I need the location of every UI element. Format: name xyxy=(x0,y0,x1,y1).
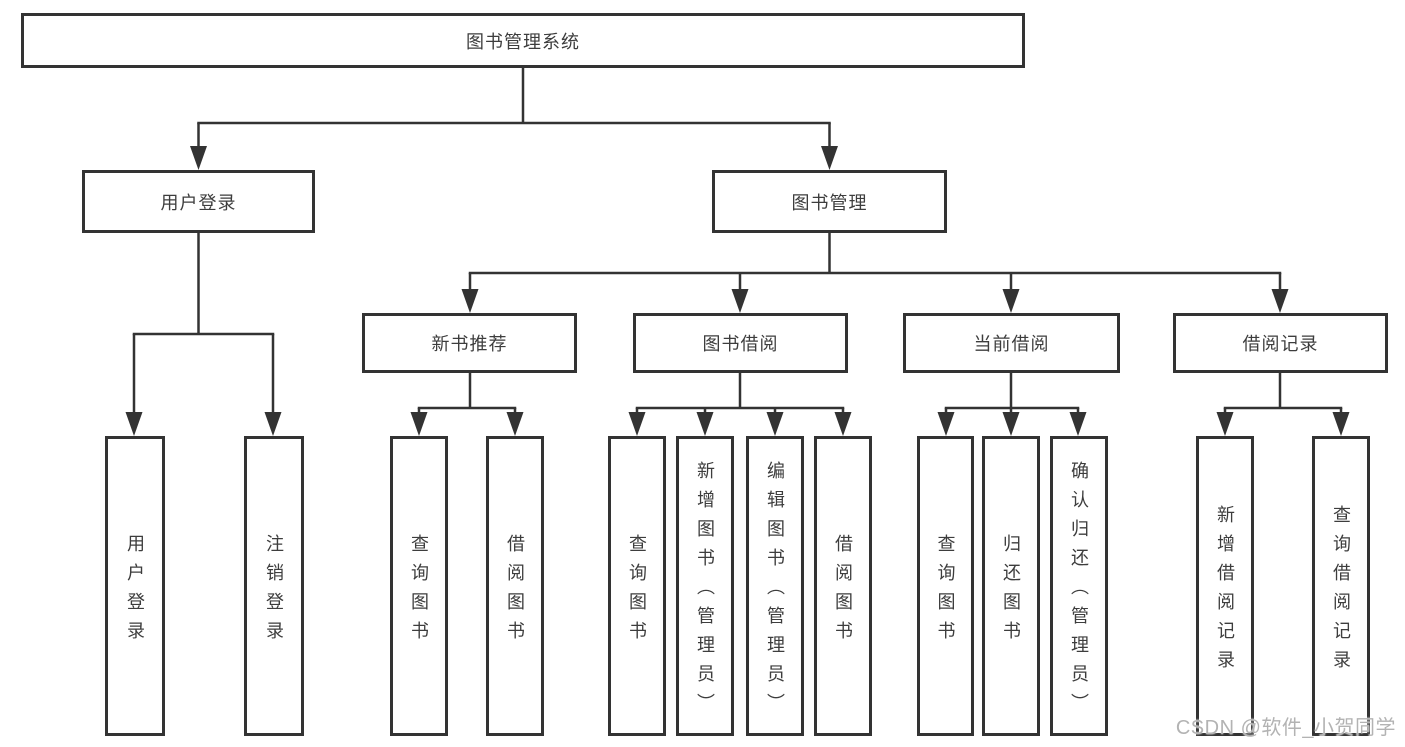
leaf-current-query-books: 查询图书 xyxy=(917,436,974,736)
leaf-borrow-edit-books-admin: 编辑图书（管理员） xyxy=(746,436,804,736)
arrowhead-icon xyxy=(937,412,955,436)
leaf-borrow-borrow-books: 借阅图书 xyxy=(814,436,872,736)
leaf-borrow-query-books: 查询图书 xyxy=(608,436,666,736)
arrowhead-icon xyxy=(461,289,479,313)
node-book-borrowing: 图书借阅 xyxy=(633,313,848,373)
arrowhead-icon xyxy=(506,412,524,436)
leaf-user-login: 用户登录 xyxy=(105,436,165,736)
arrowhead-icon xyxy=(190,146,207,170)
node-new-book-recommendation: 新书推荐 xyxy=(362,313,577,373)
leaf-current-return-books: 归还图书 xyxy=(982,436,1040,736)
csdn-watermark: CSDN @软件_小贺同学 xyxy=(1175,717,1396,739)
leaf-logout: 注销登录 xyxy=(244,436,304,736)
arrowhead-icon xyxy=(1069,412,1087,436)
leaf-records-query-borrow-record: 查询借阅记录 xyxy=(1312,436,1370,736)
arrowhead-icon xyxy=(1002,412,1020,436)
arrowhead-icon xyxy=(766,412,784,436)
arrowhead-icon xyxy=(628,412,646,436)
leaf-current-confirm-return-admin: 确认归还（管理员） xyxy=(1050,436,1108,736)
node-current-borrowing: 当前借阅 xyxy=(903,313,1120,373)
leaf-records-add-borrow-record: 新增借阅记录 xyxy=(1196,436,1254,736)
arrowhead-icon xyxy=(731,289,749,313)
arrowhead-icon xyxy=(1332,412,1350,436)
node-library-management-system: 图书管理系统 xyxy=(21,13,1025,68)
arrowhead-icon xyxy=(1216,412,1234,436)
leaf-borrow-add-books-admin: 新增图书（管理员） xyxy=(676,436,734,736)
node-user-login: 用户登录 xyxy=(82,170,315,233)
arrowhead-icon xyxy=(410,412,428,436)
arrowhead-icon xyxy=(125,412,143,436)
leaf-recommend-query-books: 查询图书 xyxy=(390,436,448,736)
node-borrowing-records: 借阅记录 xyxy=(1173,313,1388,373)
arrowhead-icon xyxy=(1002,289,1020,313)
arrowhead-icon xyxy=(834,412,852,436)
node-book-management: 图书管理 xyxy=(712,170,947,233)
arrowhead-icon xyxy=(821,146,838,170)
arrowhead-icon xyxy=(264,412,282,436)
arrowhead-icon xyxy=(1271,289,1289,313)
arrowhead-icon xyxy=(696,412,714,436)
leaf-recommend-borrow-books: 借阅图书 xyxy=(486,436,544,736)
